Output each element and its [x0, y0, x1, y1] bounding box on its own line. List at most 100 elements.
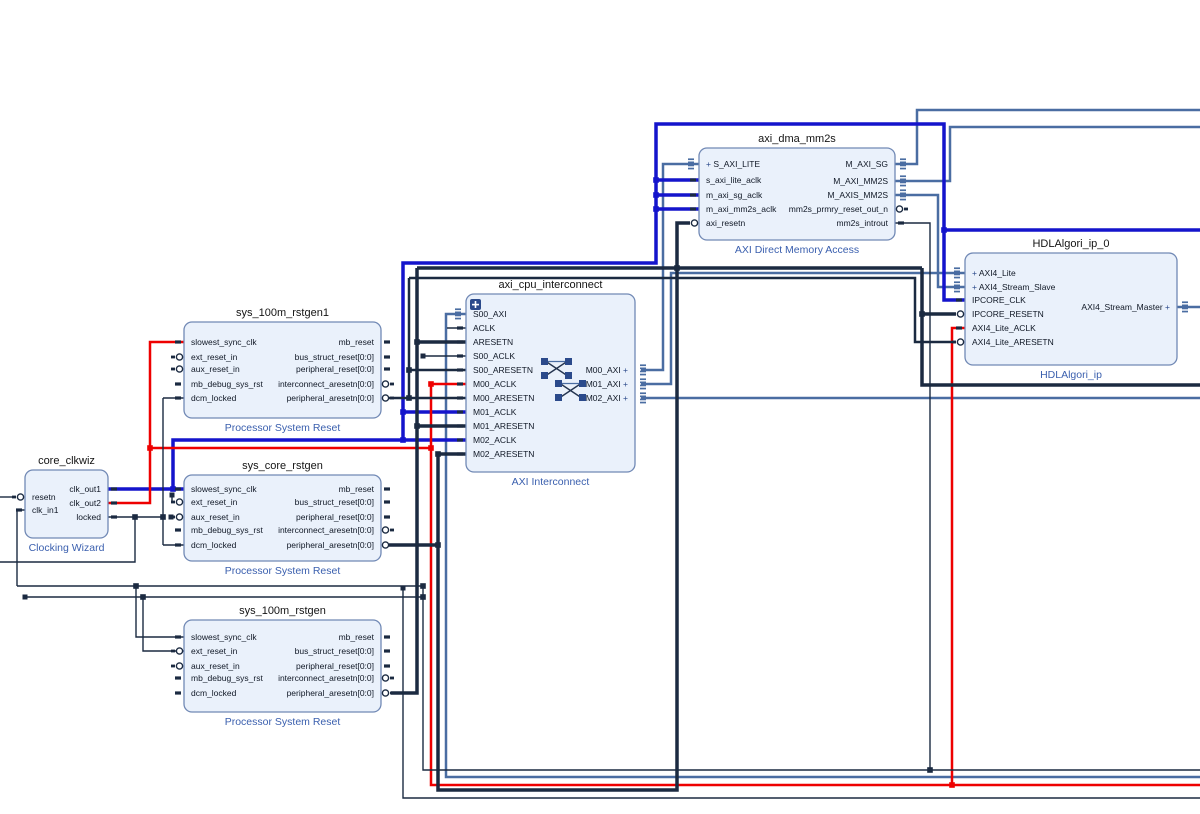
interface-pin-icon[interactable]	[688, 158, 694, 161]
port-sys-core-rstgen-mb-debug-sys-rst[interactable]: mb_debug_sys_rst	[191, 525, 263, 535]
active-low-bubble-icon[interactable]	[381, 380, 390, 388]
port-sys-100m-rstgen1-ext-reset-in[interactable]: ext_reset_in	[191, 352, 238, 362]
wire-clk2-out[interactable]	[108, 340, 184, 505]
port-core-clkwiz-locked[interactable]: locked	[76, 512, 101, 522]
wire-rstA-loop[interactable]	[436, 221, 690, 792]
interface-pin-icon[interactable]	[900, 164, 906, 167]
port-axi-cpu-interconnect-aclk[interactable]: ACLK	[473, 323, 496, 333]
interface-pin-icon[interactable]	[954, 267, 960, 270]
pin-tick[interactable]	[175, 676, 181, 680]
interface-pin-icon[interactable]	[640, 387, 646, 390]
pin-tick[interactable]	[175, 691, 181, 695]
interface-pin-icon[interactable]	[954, 290, 960, 293]
port-core-clkwiz-clk-out2[interactable]: clk_out2	[69, 498, 101, 508]
port-hdlalgori-ip-0-axi4-lite[interactable]: + AXI4_Lite	[972, 268, 1016, 278]
port-axi-dma-mm2s-s-axi-lite[interactable]: + S_AXI_LITE	[706, 159, 760, 169]
pin-tick[interactable]	[457, 326, 463, 330]
port-axi-cpu-interconnect-s00-aresetn[interactable]: S00_ARESETN	[473, 365, 533, 375]
pin-tick[interactable]	[956, 298, 962, 302]
pin-tick[interactable]	[384, 649, 390, 653]
port-sys-100m-rstgen-dcm-locked[interactable]: dcm_locked	[191, 688, 237, 698]
active-low-bubble-icon[interactable]	[175, 662, 184, 670]
port-sys-100m-rstgen1-peripheral-reset-0-0-[interactable]: peripheral_reset[0:0]	[296, 364, 374, 374]
port-axi-dma-mm2s-m-axi-mm2s-aclk[interactable]: m_axi_mm2s_aclk	[706, 204, 777, 214]
expand-plus-icon[interactable]	[470, 299, 481, 310]
interface-pin-icon[interactable]	[688, 161, 694, 164]
port-axi-cpu-interconnect-m00-aresetn[interactable]: M00_ARESETN	[473, 393, 534, 403]
port-sys-core-rstgen-interconnect-aresetn-0-0-[interactable]: interconnect_aresetn[0:0]	[278, 525, 374, 535]
interface-pin-icon[interactable]	[640, 392, 646, 395]
pin-tick[interactable]	[457, 368, 463, 372]
port-core-clkwiz-resetn[interactable]: resetn	[32, 492, 56, 502]
pin-tick[interactable]	[457, 438, 463, 442]
interface-pin-icon[interactable]	[640, 367, 646, 370]
port-sys-100m-rstgen-peripheral-reset-0-0-[interactable]: peripheral_reset[0:0]	[296, 661, 374, 671]
port-sys-core-rstgen-peripheral-aresetn-0-0-[interactable]: peripheral_aresetn[0:0]	[287, 540, 374, 550]
interface-pin-icon[interactable]	[900, 167, 906, 170]
interface-pin-icon[interactable]	[900, 161, 906, 164]
wire-m-axis-mm2s[interactable]	[895, 193, 965, 289]
interface-pin-icon[interactable]	[688, 164, 694, 167]
active-low-bubble-icon[interactable]	[175, 353, 184, 361]
port-axi-dma-mm2s-axi-resetn[interactable]: axi_resetn	[706, 218, 745, 228]
port-sys-100m-rstgen1-interconnect-aresetn-0-0-[interactable]: interconnect_aresetn[0:0]	[278, 379, 374, 389]
pin-tick[interactable]	[175, 396, 181, 400]
interface-pin-icon[interactable]	[455, 314, 461, 317]
wire-rstB-cross[interactable]	[409, 276, 956, 344]
interface-pin-icon[interactable]	[954, 284, 960, 287]
interface-pin-icon[interactable]	[1182, 310, 1188, 313]
pin-tick[interactable]	[384, 635, 390, 639]
wire-netd-ext-reset[interactable]	[142, 597, 184, 652]
port-sys-core-rstgen-dcm-locked[interactable]: dcm_locked	[191, 540, 237, 550]
pin-tick[interactable]	[111, 487, 117, 491]
port-axi-dma-mm2s-m-axi-sg[interactable]: M_AXI_SG	[845, 159, 888, 169]
port-sys-100m-rstgen-bus-struct-reset-0-0-[interactable]: bus_struct_reset[0:0]	[295, 646, 374, 656]
block-body-axi-dma-mm2s[interactable]	[698, 147, 896, 241]
pin-tick[interactable]	[175, 528, 181, 532]
port-sys-100m-rstgen1-bus-struct-reset-0-0-[interactable]: bus_struct_reset[0:0]	[295, 352, 374, 362]
wire-rstA-west[interactable]	[391, 268, 419, 695]
pin-tick[interactable]	[898, 221, 904, 225]
port-sys-100m-rstgen1-mb-debug-sys-rst[interactable]: mb_debug_sys_rst	[191, 379, 263, 389]
block-body-sys-core-rstgen[interactable]	[183, 474, 382, 562]
active-low-bubble-icon[interactable]	[381, 674, 390, 682]
wire-s00-axi[interactable]	[444, 312, 1200, 779]
pin-tick[interactable]	[175, 487, 181, 491]
pin-tick[interactable]	[956, 326, 962, 330]
interface-pin-icon[interactable]	[900, 198, 906, 201]
wire-m01-axi-to-axi4-lite[interactable]	[641, 271, 965, 386]
active-low-bubble-icon[interactable]	[381, 689, 390, 697]
port-sys-100m-rstgen1-peripheral-aresetn-0-0-[interactable]: peripheral_aresetn[0:0]	[287, 393, 374, 403]
interface-pin-icon[interactable]	[455, 308, 461, 311]
pin-tick[interactable]	[690, 178, 696, 182]
active-low-bubble-icon[interactable]	[16, 493, 25, 501]
active-low-bubble-icon[interactable]	[175, 498, 184, 506]
port-core-clkwiz-clk-in1[interactable]: clk_in1	[32, 505, 59, 515]
port-axi-cpu-interconnect-m02-aclk[interactable]: M02_ACLK	[473, 435, 517, 445]
port-axi-cpu-interconnect-m01-aclk[interactable]: M01_ACLK	[473, 407, 517, 417]
wire-m-axi-sg[interactable]	[895, 108, 1200, 166]
interface-pin-icon[interactable]	[900, 158, 906, 161]
port-sys-100m-rstgen1-slowest-sync-clk[interactable]: slowest_sync_clk	[191, 337, 257, 347]
port-hdlalgori-ip-0-ipcore-clk[interactable]: IPCORE_CLK	[972, 295, 1026, 305]
active-low-bubble-icon[interactable]	[175, 513, 184, 521]
pin-tick[interactable]	[111, 501, 117, 505]
interface-pin-icon[interactable]	[954, 273, 960, 276]
active-low-bubble-icon[interactable]	[956, 338, 965, 346]
port-hdlalgori-ip-0-axi4-stream-master[interactable]: AXI4_Stream_Master +	[1081, 302, 1170, 312]
interface-pin-icon[interactable]	[640, 373, 646, 376]
interface-pin-icon[interactable]	[900, 189, 906, 192]
pin-tick[interactable]	[175, 635, 181, 639]
pin-tick[interactable]	[457, 382, 463, 386]
pin-tick[interactable]	[457, 424, 463, 428]
port-axi-dma-mm2s-m-axis-mm2s[interactable]: M_AXIS_MM2S	[828, 190, 889, 200]
active-low-bubble-icon[interactable]	[690, 219, 699, 227]
active-low-bubble-icon[interactable]	[895, 205, 904, 213]
port-axi-cpu-interconnect-s00-axi[interactable]: S00_AXI	[473, 309, 507, 319]
pin-tick[interactable]	[384, 340, 390, 344]
